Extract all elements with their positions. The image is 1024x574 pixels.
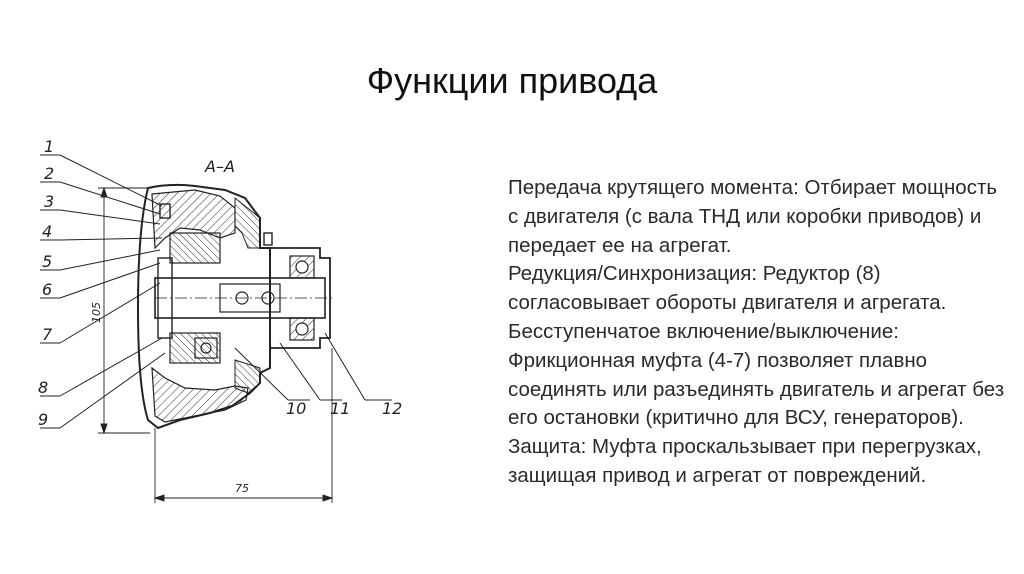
- paragraph-clutch: Бесступенчатое включение/выключение: Фри…: [508, 319, 1005, 430]
- clutch-pack-top: [169, 232, 221, 264]
- part-label-1: 1: [44, 138, 54, 156]
- slide-title: Функции привода: [366, 60, 658, 101]
- part-label-12: 12: [382, 399, 402, 418]
- leader-lines: [40, 154, 392, 429]
- flange-hatch-right-bottom: [234, 359, 261, 394]
- part-label-5: 5: [42, 252, 52, 271]
- dimension-height-label: 105: [90, 302, 103, 323]
- part-label-8: 8: [38, 378, 48, 397]
- part-label-9: 9: [38, 410, 48, 429]
- housing-hatch-bottom: [151, 366, 249, 423]
- dimension-width-label: 75: [235, 482, 249, 495]
- output-cup: [270, 247, 331, 349]
- part-label-2: 2: [44, 164, 54, 183]
- housing-contour: [136, 183, 271, 430]
- description-text: Передача крутящего момента: Отбирает мощ…: [508, 174, 1008, 491]
- part-label-11: 11: [330, 399, 350, 418]
- part-label-3: 3: [44, 192, 54, 211]
- engineering-drawing: А–А: [38, 138, 402, 503]
- dimension-width: [153, 348, 334, 503]
- part-label-7: 7: [42, 325, 53, 344]
- section-label: А–А: [204, 157, 235, 176]
- paragraph-torque: Передача крутящего момента: Отбирает мощ…: [508, 176, 998, 257]
- part-label-4: 4: [42, 222, 52, 241]
- part-label-10: 10: [286, 399, 306, 418]
- dimension-height: [98, 186, 150, 435]
- paragraph-reduction: Редукция/Синхронизация: Редуктор (8) сог…: [508, 262, 947, 315]
- part-label-6: 6: [42, 280, 52, 299]
- paragraph-protection: Защита: Муфта проскальзывает при перегру…: [508, 435, 982, 487]
- flange-hatch-right: [234, 196, 261, 249]
- drive-section-drawing: А–А: [20, 138, 420, 568]
